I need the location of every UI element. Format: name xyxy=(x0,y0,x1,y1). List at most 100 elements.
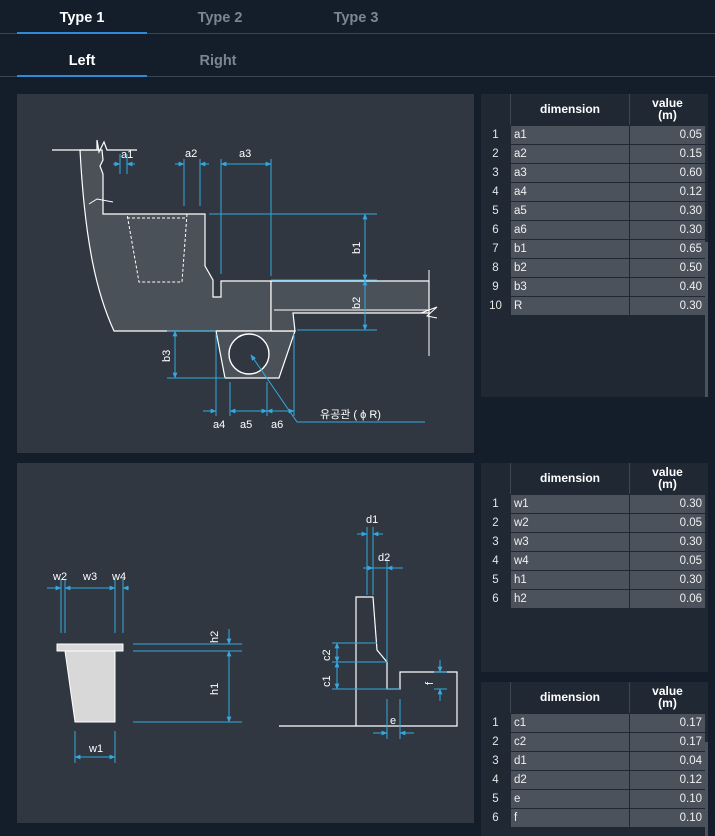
label-w1: w1 xyxy=(88,743,103,755)
dimension-cell[interactable]: d1 xyxy=(511,752,629,770)
header-value[interactable]: value(m) xyxy=(652,465,683,491)
dimension-cell[interactable]: c1 xyxy=(511,714,629,732)
tab-type-2[interactable]: Type 2 xyxy=(197,10,243,26)
value-cell[interactable]: 0.50 xyxy=(630,259,705,277)
value-cell[interactable]: 0.30 xyxy=(630,571,705,589)
header-dimension[interactable]: dimension xyxy=(539,102,600,116)
dimension-cell[interactable]: a6 xyxy=(511,221,629,239)
dimension-cell[interactable]: a1 xyxy=(511,126,629,144)
dimension-cell[interactable]: R xyxy=(511,297,629,315)
dimension-cell[interactable]: c2 xyxy=(511,733,629,751)
dimension-cell[interactable]: a3 xyxy=(511,164,629,182)
label-w2: w2 xyxy=(52,571,67,583)
tab-right[interactable]: Right xyxy=(199,53,237,69)
dimension-cell[interactable]: d2 xyxy=(511,771,629,789)
dimension-cell[interactable]: w4 xyxy=(511,552,629,570)
row-index: 2 xyxy=(492,517,499,529)
curb-section-drawing: a1 a2 a3 a4 a5 a6 b1 b2 b3 유공관 ( ϕ R) xyxy=(52,139,438,431)
dimension-cell[interactable]: b2 xyxy=(511,259,629,277)
dimension-cell[interactable]: e xyxy=(511,790,629,808)
label-a2: a2 xyxy=(185,148,197,160)
value-cell[interactable]: 0.12 xyxy=(630,771,705,789)
value-cell[interactable]: 0.40 xyxy=(630,278,705,296)
value-cell[interactable]: 0.05 xyxy=(630,126,705,144)
value-cell[interactable]: 0.30 xyxy=(630,202,705,220)
dimension-cell[interactable]: w2 xyxy=(511,514,629,532)
header-value[interactable]: value(m) xyxy=(652,684,683,710)
value-cell[interactable]: 0.30 xyxy=(630,221,705,239)
label-pipe: 유공관 ( ϕ R) xyxy=(320,408,381,421)
dimension-cell[interactable]: w3 xyxy=(511,533,629,551)
dimension-cell[interactable]: b1 xyxy=(511,240,629,258)
tab-left[interactable]: Left xyxy=(17,43,147,77)
value-cell[interactable]: 0.10 xyxy=(630,790,705,808)
value-cell[interactable]: 0.65 xyxy=(630,240,705,258)
value-cell[interactable]: 0.15 xyxy=(630,145,705,163)
dimension-cell[interactable]: a2 xyxy=(511,145,629,163)
label-a3: a3 xyxy=(239,148,251,160)
table-scrollbar[interactable] xyxy=(705,242,708,397)
label-b1: b1 xyxy=(351,242,363,254)
value-cell[interactable]: 0.17 xyxy=(630,733,705,751)
value-cell[interactable]: 0.17 xyxy=(630,714,705,732)
value-cell[interactable]: 0.05 xyxy=(630,552,705,570)
row-index: 5 xyxy=(492,205,499,217)
value-cell[interactable]: 0.60 xyxy=(630,164,705,182)
table-scrollbar[interactable] xyxy=(705,742,708,836)
dimension-cell[interactable]: a4 xyxy=(511,183,629,201)
label-a5: a5 xyxy=(240,419,252,431)
tab-type-1[interactable]: Type 1 xyxy=(17,0,147,34)
label-a1: a1 xyxy=(121,149,133,161)
row-index: 5 xyxy=(492,574,499,586)
value-cell[interactable]: 0.04 xyxy=(630,752,705,770)
row-index: 1 xyxy=(492,498,499,510)
row-index: 3 xyxy=(492,755,499,767)
header-dimension[interactable]: dimension xyxy=(539,471,600,485)
label-w4: w4 xyxy=(111,571,126,583)
value-cell[interactable]: 0.30 xyxy=(630,533,705,551)
value-cell[interactable]: 0.06 xyxy=(630,590,705,608)
label-e: e xyxy=(390,715,396,727)
dimension-cell[interactable]: f xyxy=(511,809,629,827)
value-cell[interactable]: 0.30 xyxy=(630,495,705,513)
header-dimension[interactable]: dimension xyxy=(539,690,600,704)
tab-type-3[interactable]: Type 3 xyxy=(333,10,379,26)
label-b2: b2 xyxy=(351,297,363,309)
value-cell[interactable]: 0.05 xyxy=(630,514,705,532)
value-cell[interactable]: 0.10 xyxy=(630,809,705,827)
header-value[interactable]: value(m) xyxy=(652,96,683,122)
dimension-cell[interactable]: w1 xyxy=(511,495,629,513)
row-index: 6 xyxy=(492,224,499,236)
dimension-cell[interactable]: b3 xyxy=(511,278,629,296)
label-h1: h1 xyxy=(209,683,221,695)
dimension-cell[interactable]: a5 xyxy=(511,202,629,220)
dimension-cell[interactable]: h2 xyxy=(511,590,629,608)
value-cell[interactable]: 0.12 xyxy=(630,183,705,201)
value-cell[interactable]: 0.30 xyxy=(630,297,705,315)
dimension-cell[interactable]: h1 xyxy=(511,571,629,589)
